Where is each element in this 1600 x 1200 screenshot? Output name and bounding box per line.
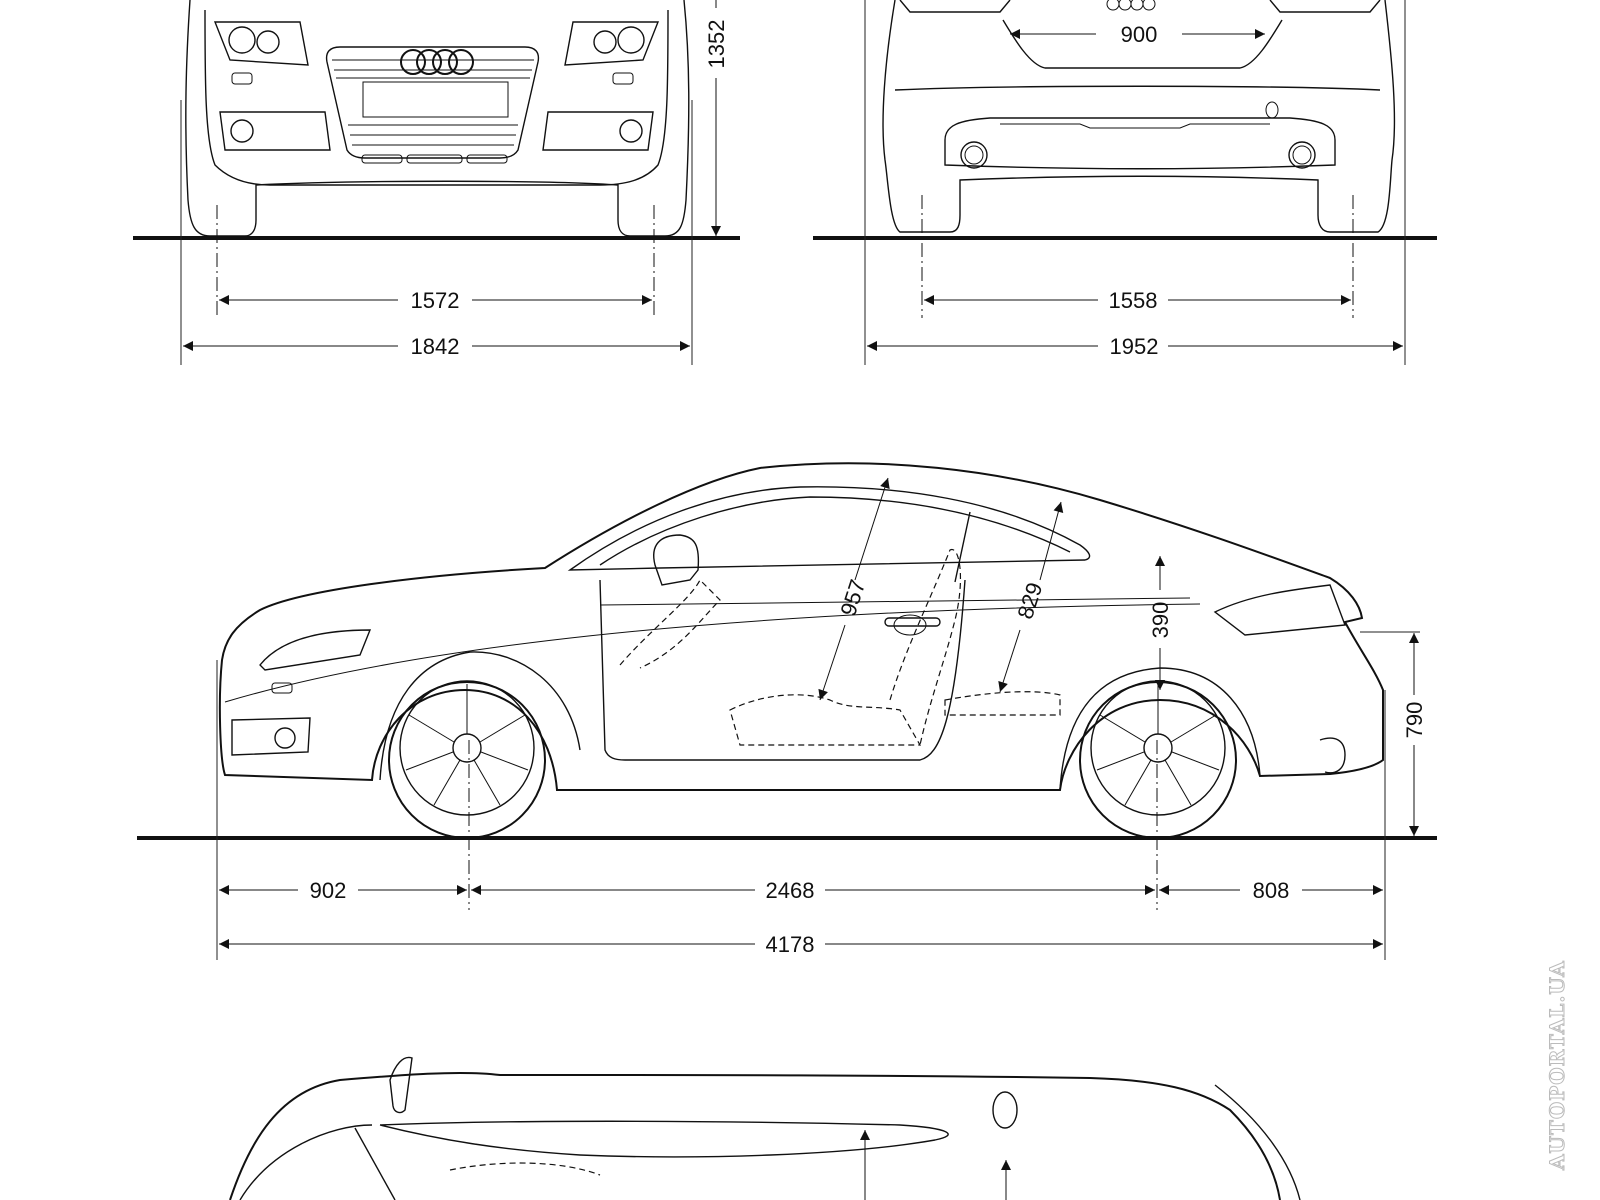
right-headlight-lens [617, 26, 645, 54]
dim-trunk-height: 390 [1148, 602, 1173, 639]
left-exhaust-inner [964, 145, 984, 165]
singleframe-grille [325, 46, 540, 159]
right-exhaust-inner [1292, 145, 1312, 165]
dim-front-headroom-top [854, 477, 890, 581]
rear-cargo-floor [944, 691, 1061, 716]
side-headlight [259, 629, 372, 671]
right-headlight-lens-inner [593, 30, 617, 54]
dim-sill-height: 790 [1402, 702, 1427, 739]
reference-line [599, 597, 1191, 606]
side-body-outline [218, 462, 1384, 791]
rear-wheel [1079, 680, 1237, 839]
side-exhaust [1319, 737, 1346, 774]
rear-diffuser [944, 117, 1336, 170]
side-mirror [653, 534, 700, 586]
seat-backrest [889, 549, 962, 746]
top-seat-dashed [449, 1162, 601, 1176]
dim-front-track: 1572 [411, 288, 460, 313]
license-plate-area [362, 81, 509, 118]
watermark: AUTOPORTAL.UA [1545, 960, 1570, 1171]
front-wheel [388, 680, 546, 839]
trunk-lid-outline [1002, 19, 1283, 69]
left-headlight-lens [228, 26, 256, 54]
top-a-pillar [354, 1127, 396, 1200]
dim-rear-headroom-bottom [998, 629, 1021, 693]
top-hood-line [239, 1124, 373, 1200]
audi-rings-rear [1106, 0, 1156, 11]
dim-front-headroom: 957 [835, 576, 870, 619]
front-bumper-outline [204, 9, 669, 186]
top-rear-outline [1214, 1084, 1301, 1200]
dim-trunk-width: 900 [1121, 22, 1158, 47]
front-body-outline [185, 0, 690, 237]
left-side-marker [231, 72, 253, 85]
rear-body-outline [882, 0, 1396, 233]
side-view: 957 829 390 790 902 2468 808 4178 [137, 462, 1437, 960]
side-fog-light [274, 727, 296, 749]
side-window-outline [567, 486, 1091, 571]
seat-cushion [729, 694, 922, 746]
top-windshield [379, 1120, 949, 1158]
dim-front-width: 1842 [411, 334, 460, 359]
door-outline [599, 579, 966, 761]
dim-height: 1352 [704, 20, 729, 69]
dim-front-headroom-bottom [818, 624, 846, 701]
side-marker [271, 682, 293, 694]
dim-rear-headroom: 829 [1012, 579, 1047, 622]
lower-vents [361, 154, 508, 164]
window-frame-inner [599, 496, 1071, 566]
rear-view: 900 1558 1952 [813, 0, 1437, 365]
door-handle [884, 617, 941, 627]
dim-rear-track: 1558 [1109, 288, 1158, 313]
top-side-mirror [389, 1056, 413, 1114]
right-fog-light [619, 119, 643, 143]
dim-mirror-width: 1952 [1110, 334, 1159, 359]
top-view [229, 1056, 1301, 1200]
left-exhaust-tip [960, 141, 988, 169]
right-side-marker [612, 72, 634, 85]
dim-front-overhang: 902 [310, 878, 347, 903]
rear-bumper-top [894, 85, 1381, 91]
dim-wheelbase: 2468 [766, 878, 815, 903]
dim-length: 4178 [766, 932, 815, 957]
shoulder-line [224, 603, 1201, 703]
fuel-filler-cap [992, 1091, 1018, 1129]
right-exhaust-tip [1288, 141, 1316, 169]
audi-rings-front [400, 49, 474, 75]
left-taillight [899, 0, 1011, 13]
left-fog-intake [219, 111, 331, 151]
steering-column [619, 578, 721, 669]
rear-reflector [1000, 123, 1270, 129]
parking-sensor [1265, 101, 1279, 119]
left-headlight [213, 21, 309, 66]
front-view: 1572 1842 1352 [133, 0, 740, 365]
right-taillight [1269, 0, 1381, 13]
side-taillight [1213, 584, 1346, 636]
top-body-outline [229, 1071, 1281, 1200]
front-wheel-arch [379, 651, 581, 781]
dim-rear-overhang: 808 [1253, 878, 1290, 903]
side-fog-intake [231, 717, 311, 756]
b-pillar [954, 511, 971, 583]
right-headlight [564, 21, 660, 66]
dim-rear-headroom-top [1039, 501, 1064, 581]
left-fog-light [230, 119, 254, 143]
door-handle-recess [893, 614, 927, 636]
right-fog-intake [542, 111, 654, 151]
left-headlight-lens-inner [256, 30, 280, 54]
